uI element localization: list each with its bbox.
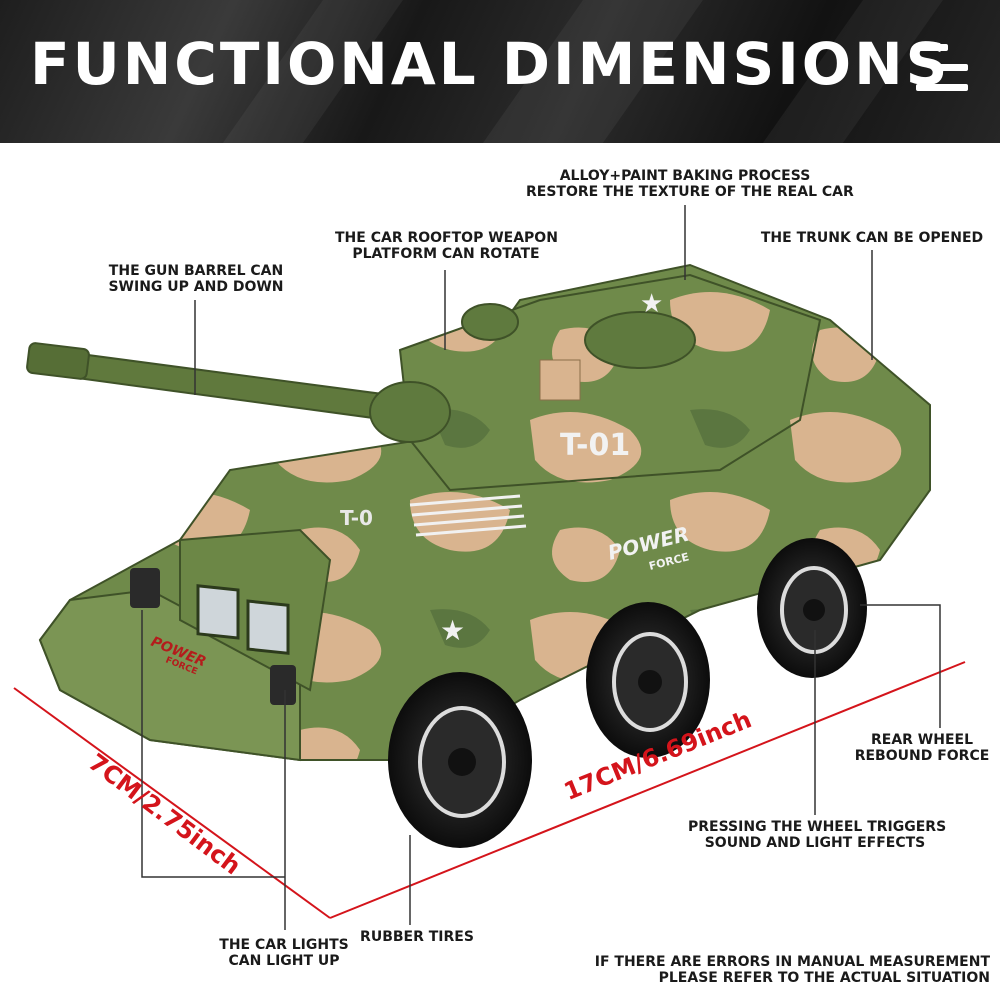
page-title: FUNCTIONAL DIMENSIONS [30,30,951,98]
svg-text:★: ★ [440,614,465,647]
wheel-front[interactable] [388,672,532,848]
callout-tires-text: RUBBER TIRES [360,929,474,945]
measurement-note: IF THERE ARE ERRORS IN MANUAL MEASUREMEN… [582,954,990,986]
measurement-note-line1: IF THERE ARE ERRORS IN MANUAL MEASUREMEN… [594,954,990,970]
callout-lights-line2: CAN LIGHT UP [228,953,340,969]
callout-press-line2: SOUND AND LIGHT EFFECTS [704,835,926,851]
callout-lights-line1: THE CAR LIGHTS [219,937,349,953]
turret-mark: T-01 [560,428,630,463]
vehicle-hull [38,263,931,762]
callout-rooftop-line1: THE CAR ROOFTOP WEAPON [335,230,558,246]
hamburger-menu-icon[interactable] [912,44,972,92]
wheel-rear[interactable] [757,538,867,678]
callout-gun-line2: SWING UP AND DOWN [108,279,284,295]
wheel-middle[interactable] [586,602,710,758]
callout-tires: RUBBER TIRES [358,929,476,945]
header-banner: FUNCTIONAL DIMENSIONS [0,0,1000,143]
svg-text:★: ★ [640,289,663,319]
callout-alloy-line1: ALLOY+PAINT BAKING PROCESS [559,168,811,184]
callout-rooftop-line2: PLATFORM CAN ROTATE [352,246,540,262]
callout-press-wheel: PRESSING THE WHEEL TRIGGERS SOUND AND LI… [688,819,947,851]
measurement-note-line2: PLEASE REFER TO THE ACTUAL SITUATION [658,970,990,986]
callout-gun: THE GUN BARREL CAN SWING UP AND DOWN [106,263,286,295]
hull-mark: T-0 [340,506,373,530]
gun-barrel [26,342,451,443]
callout-alloy-line2: RESTORE THE TEXTURE OF THE REAL CAR [526,184,854,200]
callout-rear-line1: REAR WHEEL [870,732,974,748]
callout-press-line1: PRESSING THE WHEEL TRIGGERS [688,819,947,835]
callout-trunk-text: THE TRUNK CAN BE OPENED [760,230,984,246]
callout-trunk: THE TRUNK CAN BE OPENED [760,230,984,246]
callout-rear-line2: REBOUND FORCE [854,748,990,764]
callout-gun-line1: THE GUN BARREL CAN [108,263,284,279]
callout-rear-wheel: REAR WHEEL REBOUND FORCE [852,732,992,764]
callout-lights: THE CAR LIGHTS CAN LIGHT UP [218,937,350,969]
callout-rooftop: THE CAR ROOFTOP WEAPON PLATFORM CAN ROTA… [335,230,558,262]
callout-alloy: ALLOY+PAINT BAKING PROCESS RESTORE THE T… [526,168,854,200]
